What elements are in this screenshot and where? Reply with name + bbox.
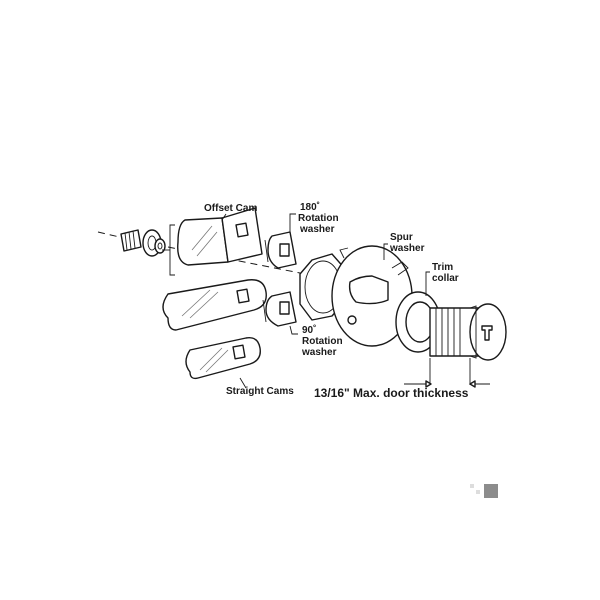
- label-rot90-3: washer: [301, 347, 337, 358]
- rotation-washer-180: [264, 231, 297, 269]
- label-rot180-2: Rotation: [298, 213, 339, 224]
- label-rot90-2: Rotation: [302, 336, 343, 347]
- leader-lines: [221, 213, 430, 389]
- straight-cam-long: [162, 279, 267, 331]
- label-straight-cams: Straight Cams: [226, 386, 294, 397]
- swatch-square: [484, 484, 498, 498]
- offset-cam-bracket: [162, 224, 175, 276]
- lock-cylinder: [429, 303, 507, 361]
- small-washer: [154, 238, 166, 254]
- door-thickness-dimension: [404, 358, 490, 388]
- corner-swatch: [470, 484, 498, 498]
- label-door-thickness: 13/16" Max. door thickness: [314, 386, 469, 400]
- label-spur-1: Spur: [390, 232, 413, 243]
- spur-washer: [331, 245, 413, 347]
- label-trim-2: collar: [432, 273, 459, 284]
- rotation-washer-90: [262, 291, 297, 327]
- label-rot180-1: 180˚: [300, 201, 320, 213]
- label-rot180-3: washer: [299, 224, 335, 235]
- label-spur-2: washer: [389, 243, 425, 254]
- swatch-dot: [470, 484, 474, 488]
- straight-cam-short: [185, 337, 261, 380]
- swatch-dot: [476, 490, 480, 494]
- label-trim-1: Trim: [432, 262, 453, 273]
- label-rot90-1: 90˚: [302, 324, 316, 336]
- offset-cam: [177, 207, 263, 266]
- label-offset-cam: Offset Cam: [204, 203, 257, 214]
